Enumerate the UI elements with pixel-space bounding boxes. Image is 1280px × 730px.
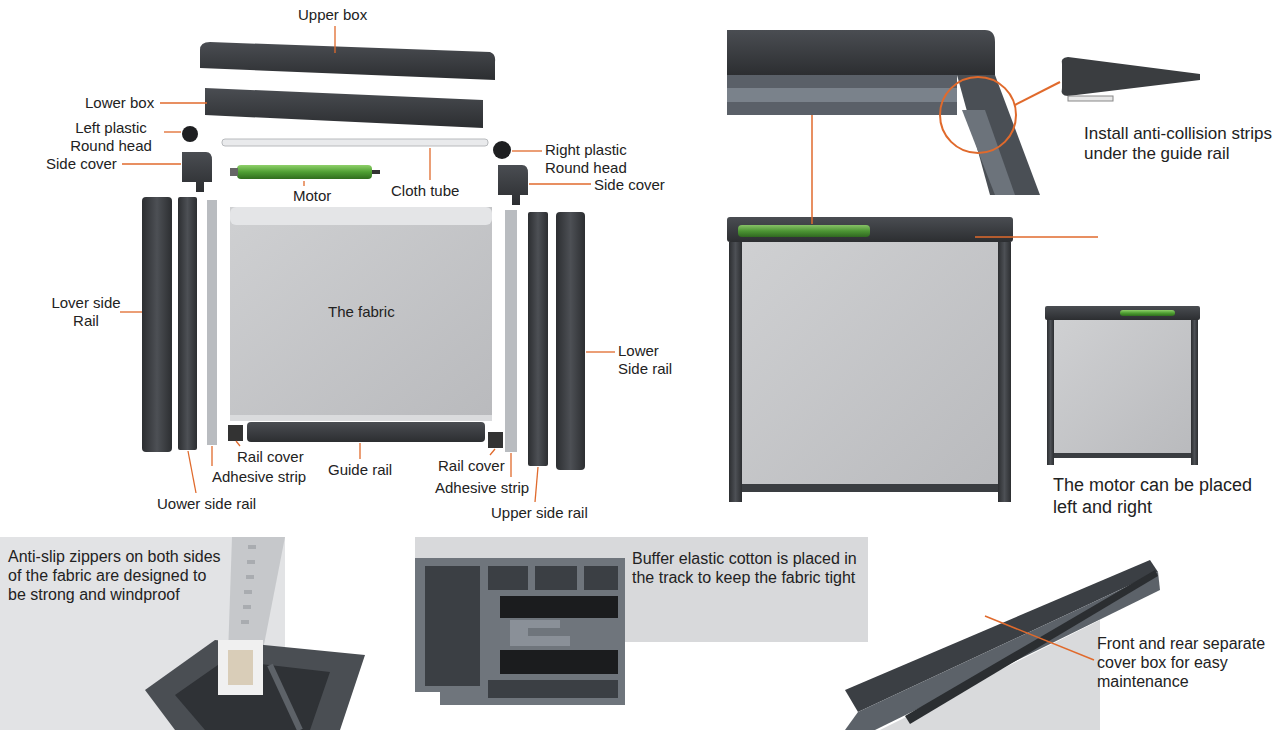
leader-line [120, 26, 615, 502]
buffer-cotton [500, 650, 618, 674]
side-rail-part [729, 242, 742, 502]
part-label: Rail cover [438, 457, 505, 475]
fabric-part [742, 242, 998, 490]
fabric-part [230, 207, 492, 225]
feature-note: Front and rear separate cover box for ea… [1097, 634, 1275, 692]
rail-profile [145, 640, 365, 730]
cloth-tube-part [222, 139, 488, 146]
zipper-teeth [241, 545, 256, 624]
highlight-circle [940, 77, 1016, 153]
anti-collision-strip [1068, 96, 1113, 101]
track-profile [535, 566, 577, 590]
leader-line [1015, 82, 1060, 105]
part-label: Lower Side rail [618, 342, 680, 378]
box-detail [727, 30, 995, 75]
box-detail [727, 75, 957, 115]
track-profile [584, 566, 618, 590]
part-label: Adhesive strip [212, 468, 306, 486]
guide-rail-part [1054, 453, 1191, 458]
adhesive-strip-part [207, 200, 217, 445]
part-label: Side cover [594, 176, 665, 194]
part-label: Adhesive strip [435, 479, 529, 497]
feature-note: The motor can be placed left and right [1053, 475, 1253, 518]
leader-line [975, 236, 1098, 238]
part-label: Motor [293, 187, 331, 205]
round-head-part [493, 141, 511, 159]
round-head-part [182, 126, 198, 142]
motor-part [237, 165, 372, 179]
adhesive-strip-part [505, 210, 517, 452]
side-rail-part [528, 212, 548, 466]
part-label: Cloth tube [391, 182, 459, 200]
upper-box-part [200, 42, 495, 80]
motor-part [738, 225, 870, 237]
part-label: Right plastic Round head [545, 141, 645, 177]
side-rail-part [556, 212, 585, 470]
feature-note: Anti-slip zippers on both sides of the f… [8, 547, 223, 605]
fabric-part [230, 415, 492, 421]
anti-collision-strip [1062, 57, 1200, 96]
guide-rail-part [742, 484, 998, 492]
rail-cover-part [488, 432, 503, 448]
side-cover-part [498, 165, 528, 205]
rail-detail [957, 75, 1040, 195]
part-label: Rail cover [237, 448, 304, 466]
screen-box [727, 217, 1013, 242]
feature-note: Buffer elastic cotton is placed in the t… [632, 549, 864, 587]
part-label: Guide rail [328, 461, 392, 479]
motor-part [1120, 310, 1175, 316]
leader-line [811, 115, 813, 224]
part-label: Uower side rail [157, 495, 256, 513]
zipper-profile [218, 640, 263, 695]
motor-part [230, 168, 238, 176]
motor-part [372, 170, 380, 174]
zipper-profile [228, 650, 253, 685]
side-cover-part [182, 152, 212, 192]
guide-rail-part [247, 422, 485, 442]
part-label: Left plastic Round head [60, 119, 162, 155]
screen-box [1045, 306, 1200, 320]
lower-box-part [205, 88, 483, 128]
buffer-cotton [500, 596, 618, 618]
part-label: Side cover [46, 155, 117, 173]
side-rail-part [1047, 320, 1054, 465]
track-profile [488, 566, 528, 590]
track-profile [425, 566, 480, 686]
leader-line [985, 616, 1094, 660]
part-label: Upper box [298, 6, 367, 24]
fabric-edge [510, 620, 570, 646]
rail-profile [270, 665, 300, 730]
fabric-part [1054, 320, 1191, 457]
part-label: The fabric [328, 303, 395, 321]
fabric-part [230, 207, 492, 420]
feature-note: Install anti-collision strips under the … [1084, 124, 1274, 165]
part-label: Lover side Rail [50, 294, 122, 330]
part-label: Upper side rail [491, 504, 588, 522]
side-rail-part [998, 242, 1011, 502]
track-profile [415, 558, 625, 705]
side-rail-part [178, 197, 197, 450]
part-label: Lower box [85, 94, 154, 112]
track-profile [488, 680, 618, 698]
fabric-zipper [228, 537, 285, 655]
box-detail [727, 88, 957, 102]
side-rail-part [1191, 320, 1198, 465]
side-rail-part [142, 197, 172, 452]
rail-cover-part [228, 425, 243, 441]
detail-photo [727, 30, 995, 195]
